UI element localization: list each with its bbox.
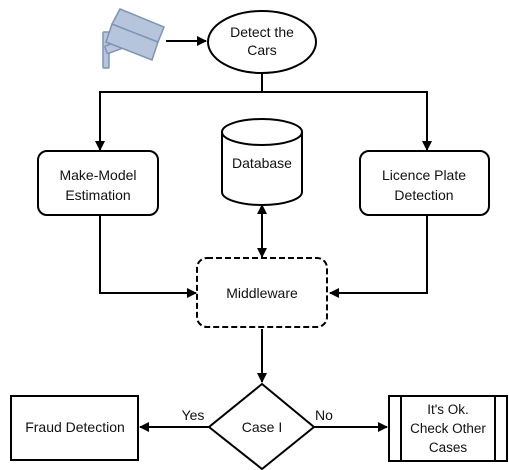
node-fraud-detection: Fraud Detection [10, 395, 139, 461]
ok-line-3: Cases [429, 440, 468, 455]
edge-label-no: No [315, 407, 333, 423]
node-case: Case I [207, 382, 316, 470]
middleware-label: Middleware [226, 285, 298, 301]
make-model-line-2: Estimation [65, 187, 130, 203]
make-model-line-1: Make-Model [59, 167, 136, 183]
ok-line-2: Check Other [410, 421, 486, 436]
node-ok-check-other: It's Ok. Check Other Cases [388, 395, 508, 462]
edge-label-yes: Yes [182, 407, 205, 423]
node-middleware: Middleware [196, 257, 328, 328]
case-label: Case I [242, 419, 282, 435]
ok-line-1: It's Ok. [427, 402, 469, 417]
licence-line-1: Licence Plate [382, 167, 466, 183]
database-label: Database [232, 155, 292, 171]
edges [95, 36, 432, 432]
licence-line-2: Detection [394, 187, 453, 203]
edge-licence-to-middleware [329, 215, 428, 298]
detect-line-1: Detect the [230, 24, 294, 40]
edge-to-make-model [95, 91, 262, 151]
node-make-model: Make-Model Estimation [37, 150, 159, 216]
node-licence-plate: Licence Plate Detection [359, 150, 490, 216]
edge-to-licence [262, 91, 432, 151]
node-detect-cars: Detect the Cars [207, 10, 317, 74]
security-camera-icon [102, 8, 165, 69]
detect-line-2: Cars [247, 42, 277, 58]
fraud-label: Fraud Detection [25, 419, 125, 435]
edge-make-model-to-middleware [99, 215, 197, 298]
node-database: Database [221, 118, 303, 206]
